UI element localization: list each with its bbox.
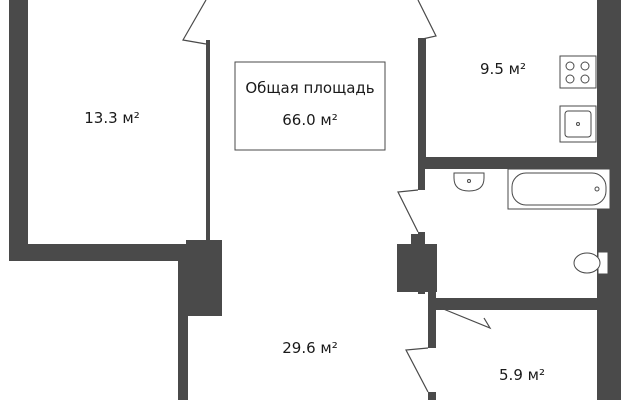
wall-kitchen-bottom: [418, 157, 608, 169]
kitchen-sink-icon: [559, 105, 597, 143]
wall-left-outer: [9, 0, 28, 260]
total-area-frame: [234, 61, 386, 151]
total-area-title: Общая площадь: [245, 79, 374, 97]
door-small-room: [435, 305, 492, 330]
room-label-living: 29.6 м²: [282, 339, 338, 357]
room-label-small: 5.9 м²: [499, 366, 545, 384]
stove-icon: [559, 55, 597, 89]
wall-column-left: [186, 240, 222, 316]
bathtub-icon: [507, 168, 611, 210]
toilet-icon: [573, 251, 609, 275]
wall-kitchen-left: [418, 38, 426, 163]
fixtures: [453, 55, 611, 275]
wall-left-room-bottom: [9, 244, 181, 261]
wall-lower-left: [178, 244, 188, 400]
door-corridor-lower: [405, 347, 429, 393]
wall-bath-left-upper: [418, 166, 425, 190]
door-kitchen: [417, 0, 437, 41]
room-label-left: 13.3 м²: [84, 109, 140, 127]
room-labels: 13.3 м² 9.5 м² 29.6 м² 5.9 м²: [84, 60, 545, 384]
wall-small-room-left-upper: [428, 292, 436, 348]
washbasin-icon: [453, 172, 485, 192]
wall-small-room-left-lower: [428, 392, 436, 400]
wall-column-mid-cap: [411, 234, 423, 246]
room-label-kitchen: 9.5 м²: [480, 60, 526, 78]
wall-bath-bottom: [433, 298, 613, 310]
total-area-box: Общая площадь 66.0 м²: [234, 61, 386, 151]
wall-left-room-right: [206, 40, 210, 242]
wall-column-mid: [397, 244, 437, 292]
door-left-room: [182, 0, 207, 45]
total-area-value: 66.0 м²: [282, 111, 338, 129]
doors: [182, 0, 492, 393]
door-bathroom: [397, 189, 419, 233]
